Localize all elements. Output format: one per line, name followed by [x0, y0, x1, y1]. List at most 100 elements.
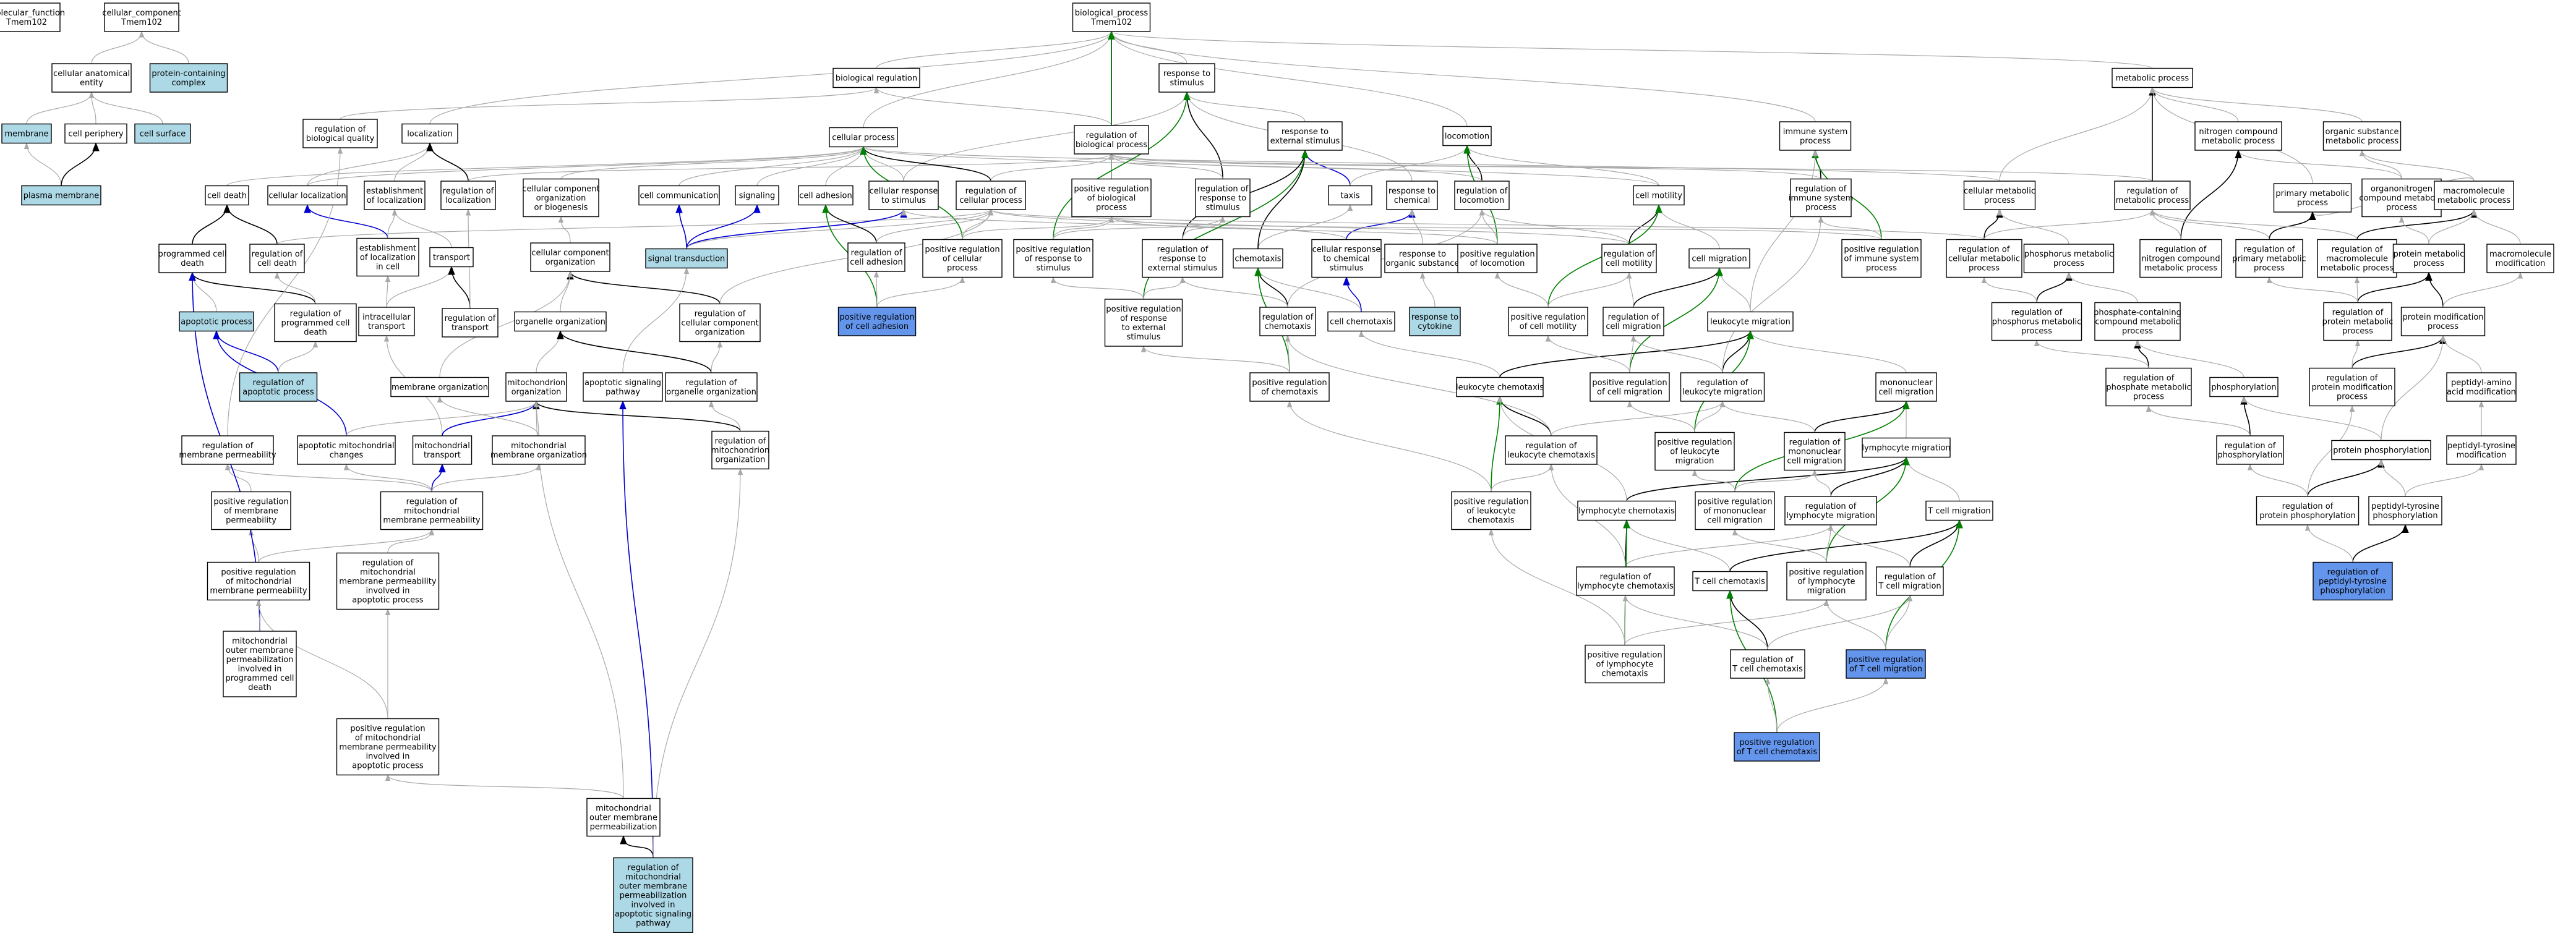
go-term-node[interactable]: chemotaxis — [1233, 248, 1283, 269]
go-term-node[interactable]: signal transduction — [645, 248, 728, 269]
go-term-node[interactable]: plasma membrane — [21, 185, 101, 206]
go-term-node[interactable]: lymphocyte chemotaxis — [1577, 500, 1676, 521]
go-term-node[interactable]: signaling — [735, 185, 779, 206]
go-term-node[interactable]: localization — [401, 123, 458, 144]
go-term-node[interactable]: cell migration — [1688, 248, 1750, 269]
go-term-node[interactable]: cell death — [205, 185, 249, 206]
go-term-node[interactable]: membrane — [1, 123, 52, 144]
go-term-node[interactable]: cell communication — [638, 185, 720, 206]
go-term-node[interactable]: taxis — [1328, 185, 1372, 206]
go-term-node[interactable]: leukocyte chemotaxis — [1456, 377, 1544, 398]
go-term-node[interactable]: metabolic process — [2112, 67, 2193, 88]
go-term-node[interactable]: phosphorylation — [2209, 377, 2279, 398]
go-term-node[interactable]: organelle organization — [514, 311, 607, 332]
go-term-node[interactable]: membrane organization — [390, 377, 489, 398]
go-term-node[interactable]: locomotion — [1442, 126, 1492, 147]
go-term-node[interactable]: cell periphery — [64, 123, 127, 144]
go-term-node[interactable]: T cell chemotaxis — [1692, 571, 1768, 592]
go-term-node[interactable]: lymphocyte migration — [1862, 437, 1951, 458]
go-term-node[interactable]: apoptotic process — [179, 311, 254, 332]
